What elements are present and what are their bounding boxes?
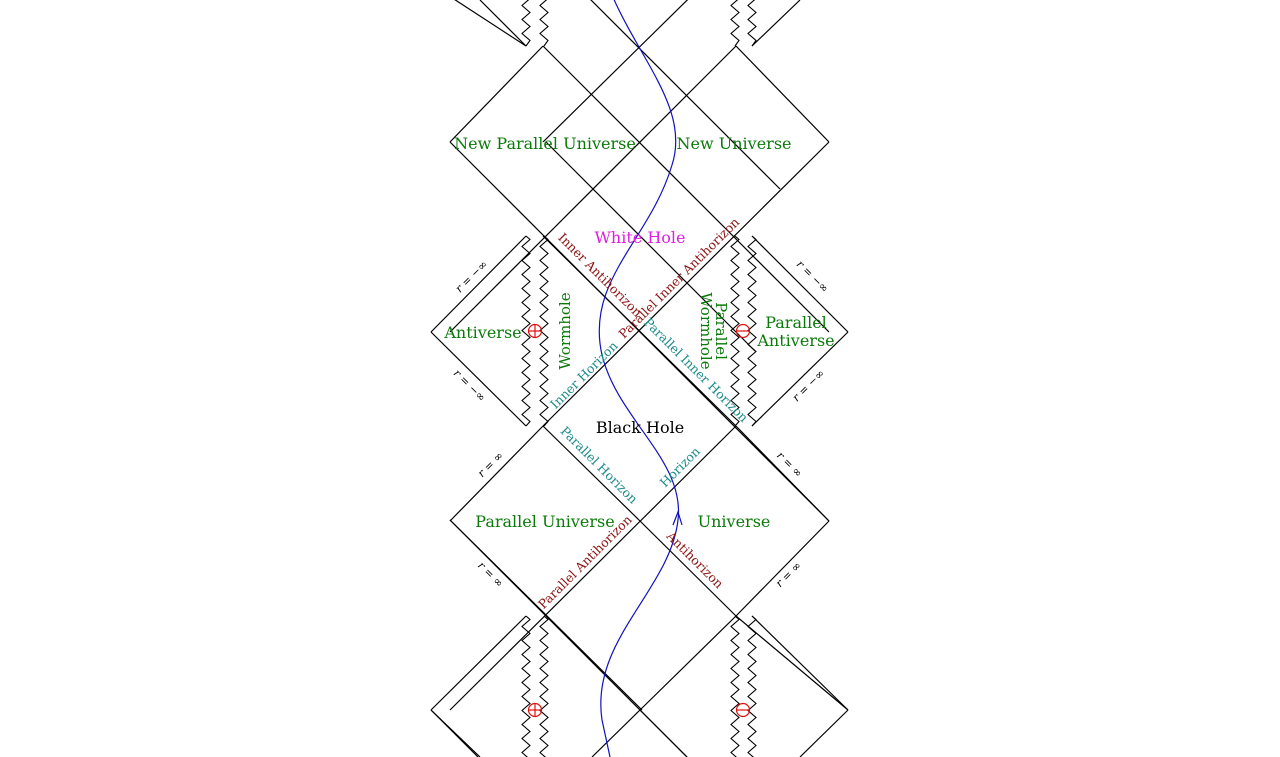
null-line [735, 45, 830, 143]
null-line [751, 0, 801, 47]
label-r-pos-inf-1: r = ∞ [475, 449, 506, 480]
singularity-zigzag [730, 615, 740, 757]
null-line [449, 519, 547, 617]
singularity-zigzag [521, 235, 531, 427]
null-line [735, 520, 830, 617]
label-horizon: Horizon [657, 444, 703, 490]
singularity-zigzag [747, 615, 757, 757]
null-line [449, 425, 737, 711]
singularity-zigzag [521, 0, 531, 47]
null-line [639, 709, 688, 757]
null-line [542, 425, 641, 522]
null-line [542, 0, 689, 143]
negative-singularity-icon [735, 323, 751, 339]
negative-singularity-icon [735, 702, 751, 718]
singularity-zigzag [730, 235, 740, 427]
null-line [449, 425, 544, 522]
null-line [542, 45, 830, 333]
label-r-neg-inf-4: r = −∞ [790, 367, 827, 404]
singularity-zigzag [539, 615, 549, 757]
label-new-parallel-universe: New Parallel Universe [454, 134, 636, 153]
singularity-zigzag [730, 0, 740, 47]
positive-singularity-icon [527, 323, 543, 339]
positive-singularity-icon [527, 702, 543, 718]
null-line [430, 331, 527, 427]
null-line [639, 520, 737, 617]
null-line [479, 0, 527, 47]
null-line [590, 0, 781, 190]
null-line [449, 45, 737, 333]
label-antihorizon: Antihorizon [663, 528, 727, 592]
label-parallel-antiverse-line2: Antiverse [756, 331, 834, 350]
worldline-arrow [672, 510, 683, 526]
null-line [430, 709, 481, 757]
null-line [449, 45, 544, 143]
singularity-zigzag [747, 0, 757, 47]
label-parallel-wormhole-line1: Parallel [712, 302, 730, 360]
null-line [751, 615, 849, 711]
null-line [430, 235, 527, 333]
label-parallel-universe: Parallel Universe [475, 512, 614, 531]
singularity-zigzag [521, 615, 531, 757]
label-new-universe: New Universe [677, 134, 792, 153]
label-parallel-wormhole-line2: Wormhole [697, 292, 715, 369]
label-parallel-antiverse-line1: Parallel [765, 313, 827, 332]
label-r-pos-inf-2: r = ∞ [475, 559, 506, 590]
null-line [799, 709, 849, 757]
label-universe: Universe [698, 512, 771, 531]
label-r-neg-inf-1: r = −∞ [453, 258, 490, 295]
singularity-zigzags [521, 0, 757, 757]
null-line [542, 141, 830, 427]
label-black-hole: Black Hole [596, 418, 684, 437]
null-line [639, 615, 737, 711]
label-wormhole: Wormhole [556, 292, 574, 369]
singularity-zigzag [539, 0, 549, 47]
label-r-neg-inf-3: r = −∞ [794, 258, 831, 295]
worldline-curve [598, 0, 680, 757]
null-line [430, 615, 527, 711]
null-line [545, 141, 756, 352]
null-line [591, 709, 641, 757]
null-line [751, 235, 849, 333]
label-r-pos-inf-3: r = ∞ [774, 449, 805, 480]
label-antiverse: Antiverse [443, 323, 521, 342]
diamond-grid [430, 0, 849, 757]
null-line [735, 425, 830, 522]
label-r-pos-inf-4: r = ∞ [773, 559, 804, 590]
label-r-neg-inf-2: r = −∞ [451, 367, 488, 404]
label-white-hole: White Hole [594, 228, 685, 247]
null-line [454, 0, 527, 47]
null-line [751, 331, 849, 427]
